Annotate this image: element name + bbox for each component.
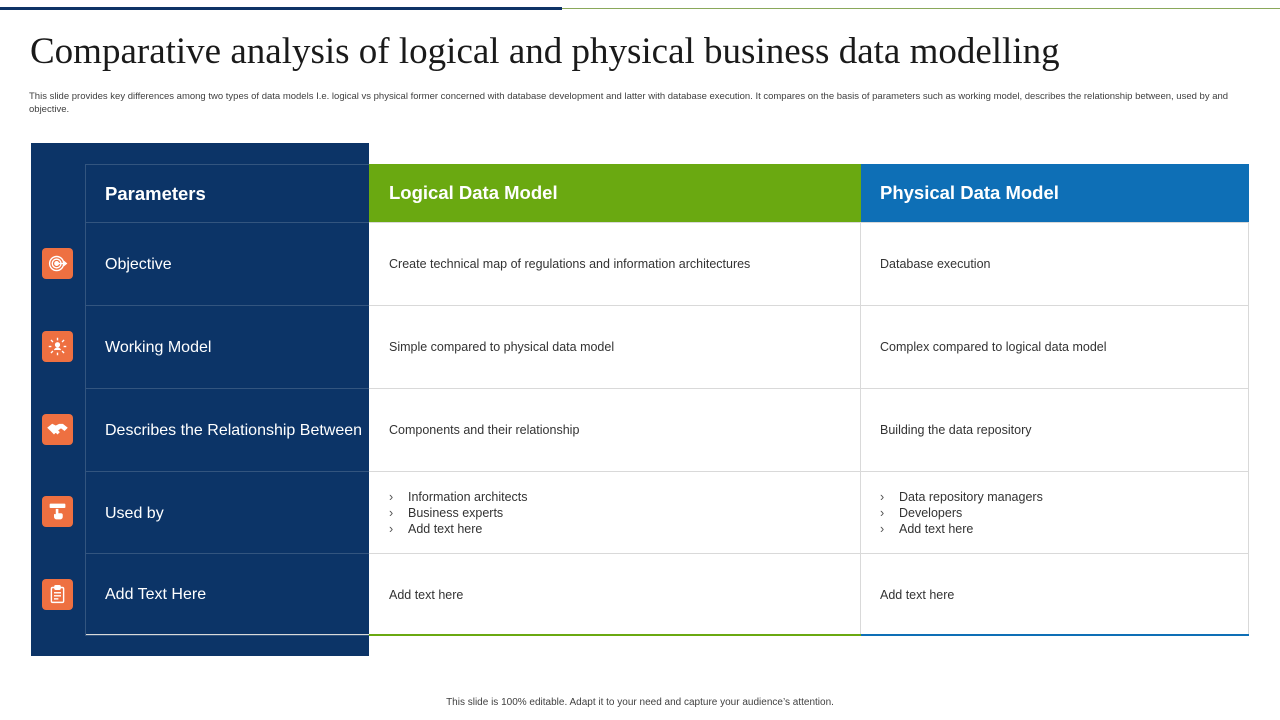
- physical-used-by: ›Data repository managers ›Developers ›A…: [861, 471, 1249, 554]
- list-item: ›Add text here: [389, 522, 483, 536]
- parameters-panel-background: [31, 143, 369, 656]
- logical-add-text: Add text here: [369, 553, 861, 636]
- physical-column-bottom-rule: [861, 634, 1249, 636]
- slide-title: Comparative analysis of logical and phys…: [30, 31, 1060, 72]
- slide-subtitle: This slide provides key differences amon…: [29, 91, 1229, 115]
- target-icon: [42, 248, 73, 279]
- handshake-icon: [42, 414, 73, 445]
- top-accent-bar-light: [562, 8, 1280, 9]
- slide-footer: This slide is 100% editable. Adapt it to…: [446, 697, 834, 708]
- header-logical-data-model: Logical Data Model: [369, 164, 861, 222]
- physical-objective: Database execution: [861, 222, 1249, 305]
- param-objective: Objective: [85, 222, 369, 305]
- physical-relationship: Building the data repository: [861, 388, 1249, 471]
- list-item: ›Add text here: [880, 522, 974, 536]
- network-person-icon: [42, 331, 73, 362]
- top-accent-bar-dark: [0, 7, 562, 10]
- list-item: ›Data repository managers: [880, 490, 1043, 504]
- list-item: ›Developers: [880, 506, 963, 520]
- param-add-text: Add Text Here: [85, 553, 369, 636]
- logical-column-bottom-rule: [369, 634, 861, 636]
- logical-objective: Create technical map of regulations and …: [369, 222, 861, 305]
- physical-add-text: Add text here: [861, 553, 1249, 636]
- logical-relationship: Components and their relationship: [369, 388, 861, 471]
- param-relationship: Describes the Relationship Between: [85, 388, 369, 471]
- param-used-by: Used by: [85, 471, 369, 554]
- logical-working-model: Simple compared to physical data model: [369, 305, 861, 388]
- header-parameters: Parameters: [85, 164, 369, 222]
- physical-working-model: Complex compared to logical data model: [861, 305, 1249, 388]
- list-item: ›Business experts: [389, 506, 504, 520]
- hand-pointer-icon: [42, 496, 73, 527]
- param-working-model: Working Model: [85, 305, 369, 388]
- header-physical-data-model: Physical Data Model: [861, 164, 1249, 222]
- clipboard-icon: [42, 579, 73, 610]
- logical-used-by: ›Information architects ›Business expert…: [369, 471, 861, 554]
- list-item: ›Information architects: [389, 490, 528, 504]
